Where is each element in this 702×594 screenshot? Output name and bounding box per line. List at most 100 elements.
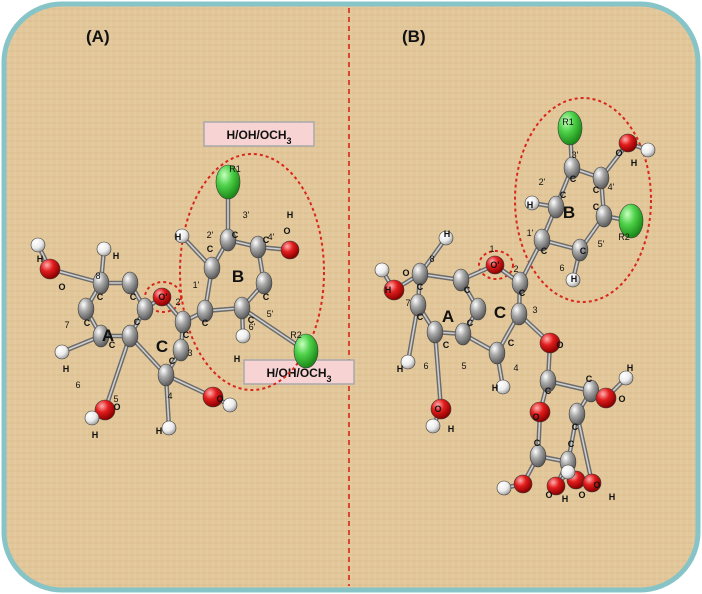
atom-label: H — [92, 430, 99, 440]
position-label: 1' — [193, 280, 200, 290]
atom-label: O — [545, 490, 552, 500]
atom-label: C — [568, 439, 575, 449]
oxygen-atom-b — [529, 401, 551, 423]
oxygen-atom-a — [94, 399, 116, 421]
atom-label: H — [156, 426, 163, 436]
panel-label-b: (B) — [402, 27, 426, 46]
atom-label: C — [183, 330, 190, 340]
hydrogen-atom-b — [560, 464, 576, 480]
atom-label: C — [130, 292, 137, 302]
hydrogen-atom-b — [374, 262, 390, 278]
atom-label: H — [571, 274, 578, 284]
position-label: 4 — [513, 363, 518, 373]
panel-label-a: (A) — [86, 27, 110, 46]
ring-label-c: C — [494, 303, 506, 322]
svg-text:H/OH/OCH3: H/OH/OCH3 — [266, 366, 331, 384]
atom-label: O — [578, 490, 585, 500]
position-label: 5 — [461, 361, 466, 371]
atom-label: C — [202, 318, 209, 328]
oxygen-atom-b — [595, 387, 617, 409]
atom-label: C — [417, 312, 424, 322]
substituent-atom-a — [293, 333, 319, 369]
carbon-atom-a — [157, 363, 175, 387]
position-label: 4 — [167, 391, 172, 401]
atom-label: C — [534, 438, 541, 448]
atom-label: C — [263, 292, 270, 302]
oxygen-atom-a — [39, 258, 61, 280]
position-label: 6 — [423, 361, 428, 371]
atom-label: C — [572, 422, 579, 432]
atom-label: C — [97, 292, 104, 302]
atom-label: C — [560, 190, 567, 200]
atom-label: O — [556, 340, 563, 350]
position-label: 2' — [207, 230, 214, 240]
position-label: 7 — [405, 298, 410, 308]
ring-label-a: A — [102, 326, 114, 345]
atom-label: C — [570, 174, 577, 184]
carbon-atom-b — [568, 402, 586, 426]
hydrogen-atom-a — [161, 420, 177, 436]
oxygen-atom-b — [546, 476, 566, 496]
position-label: 5 — [113, 394, 118, 404]
atom-label: C — [248, 315, 255, 325]
atom-label: H — [397, 364, 404, 374]
hydrogen-atom-b — [524, 195, 540, 211]
atom-label: C — [207, 244, 214, 254]
atom-label: C — [545, 386, 552, 396]
atom-label: H — [287, 210, 294, 220]
oxygen-atom-b — [383, 279, 405, 301]
position-label: 6' — [249, 322, 256, 332]
hydrogen-atom-a — [235, 328, 251, 344]
atoms-panel-b — [374, 110, 656, 496]
atom-label: C — [417, 282, 424, 292]
atom-label: H — [234, 354, 241, 364]
carbon-atom-a — [172, 338, 190, 362]
hydrogen-atom-a — [96, 241, 112, 257]
atom-label: C — [464, 285, 471, 295]
carbon-atom-b — [469, 297, 487, 321]
position-label: 3 — [187, 348, 192, 358]
carbon-atom-a — [136, 297, 154, 321]
ring-label-b: B — [232, 267, 244, 286]
hydrogen-atom-a — [222, 397, 238, 413]
carbon-atom-b — [409, 293, 427, 317]
position-label: 2 — [513, 264, 518, 274]
atom-label: C — [263, 235, 270, 245]
atom-label: H — [627, 363, 634, 373]
atom-label: C — [169, 356, 176, 366]
carbon-atom-a — [92, 271, 110, 295]
atom-label: C — [232, 230, 239, 240]
hydrogen-atom-a — [174, 228, 190, 244]
atom-label: O — [402, 268, 409, 278]
position-label: 4' — [268, 232, 275, 242]
atom-label: C — [443, 340, 450, 350]
carbon-atom-b — [592, 166, 610, 190]
ring-label-b: B — [563, 203, 575, 222]
hydrogen-atom-b — [425, 418, 441, 434]
atom-label: H — [175, 232, 182, 242]
atom-label: O' — [490, 260, 499, 270]
atom-label: H — [631, 158, 638, 168]
carbon-atom-a — [219, 228, 237, 252]
oxygen-atom-b — [582, 473, 602, 493]
substituent-label-r1: R1 — [562, 117, 574, 127]
atom-label: H — [448, 424, 455, 434]
atom-label: H — [113, 251, 120, 261]
carbon-atom-b — [510, 302, 528, 326]
svg-text:H/OH/OCH3: H/OH/OCH3 — [226, 128, 291, 146]
carbon-atom-b — [454, 322, 472, 346]
hydrogen-atom-a — [30, 237, 46, 253]
carbon-atom-a — [77, 297, 95, 321]
position-label: 8 — [429, 254, 434, 264]
atom-label: O — [283, 226, 290, 236]
carbon-atom-b — [511, 271, 529, 295]
position-label: 2' — [539, 177, 546, 187]
carbon-atom-b — [571, 238, 589, 262]
oxygen-atom-b — [539, 332, 561, 354]
atom-label: H — [562, 494, 569, 504]
o1-highlight-b — [478, 250, 514, 280]
substituent-label-bottom: H/OH/OCH3 — [243, 359, 355, 385]
oxygen-atom-a — [152, 287, 172, 307]
